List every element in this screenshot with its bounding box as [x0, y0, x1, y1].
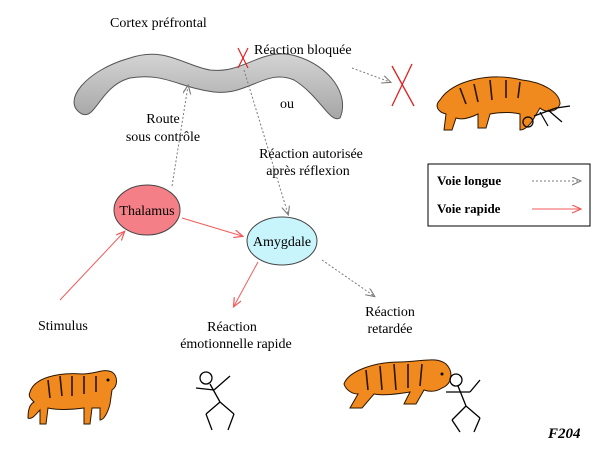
amygdale-label: Amygdale	[253, 235, 311, 250]
retardee-label: retardée	[367, 322, 412, 337]
amygdale-to-delayed-reaction-arrow	[321, 259, 374, 296]
cortex-label: Cortex préfrontal	[110, 16, 207, 31]
sous-controle-label: sous contrôle	[126, 130, 200, 145]
stimulus-label: Stimulus	[38, 319, 88, 334]
route-label: Route	[146, 112, 179, 127]
legend-voie-longue-label: Voie longue	[437, 173, 501, 188]
legend-voie-rapide-label: Voie rapide	[437, 201, 501, 216]
stimulus-to-thalamus-arrow	[59, 232, 124, 301]
reaction-bloquee-label: Réaction bloquée	[254, 43, 352, 58]
stimulus-tiger-image	[27, 370, 117, 425]
jumping-tiger-image	[343, 359, 452, 409]
thalamus-node	[113, 184, 181, 236]
blocked-tiger-image	[436, 76, 571, 131]
ou-label: ou	[280, 97, 294, 112]
emotionnelle-rapide-label: émotionnelle rapide	[180, 337, 292, 352]
reaction-rapide-label: Réaction	[207, 320, 257, 335]
cortex-to-amygdale-arrow	[243, 69, 288, 214]
reaction-autorisee-label: Réaction autorisée	[259, 147, 363, 162]
signature: F204	[547, 426, 581, 442]
apres-reflexion-label: après réflexion	[266, 164, 350, 179]
reaction-retardee-label: Réaction	[365, 305, 415, 320]
blocked-cross-tiger	[391, 63, 415, 107]
caught-stick-figure-image	[446, 373, 481, 433]
thalamus-label: Thalamus	[119, 204, 174, 219]
legend-box	[427, 163, 591, 227]
thalamus-to-cortex-arrow	[171, 86, 188, 187]
blocked-reaction-arrow	[351, 67, 390, 82]
legend: Voie longue Voie rapide	[427, 163, 591, 227]
thalamus-to-amygdale-arrow	[181, 217, 242, 236]
blocked-cross-cortex	[237, 47, 249, 69]
amygdale-to-rapid-reaction-arrow	[234, 261, 259, 306]
amygdale-node	[246, 216, 318, 266]
fleeing-stick-figure-image	[195, 371, 235, 431]
prefrontal-cortex-shape	[73, 53, 344, 120]
